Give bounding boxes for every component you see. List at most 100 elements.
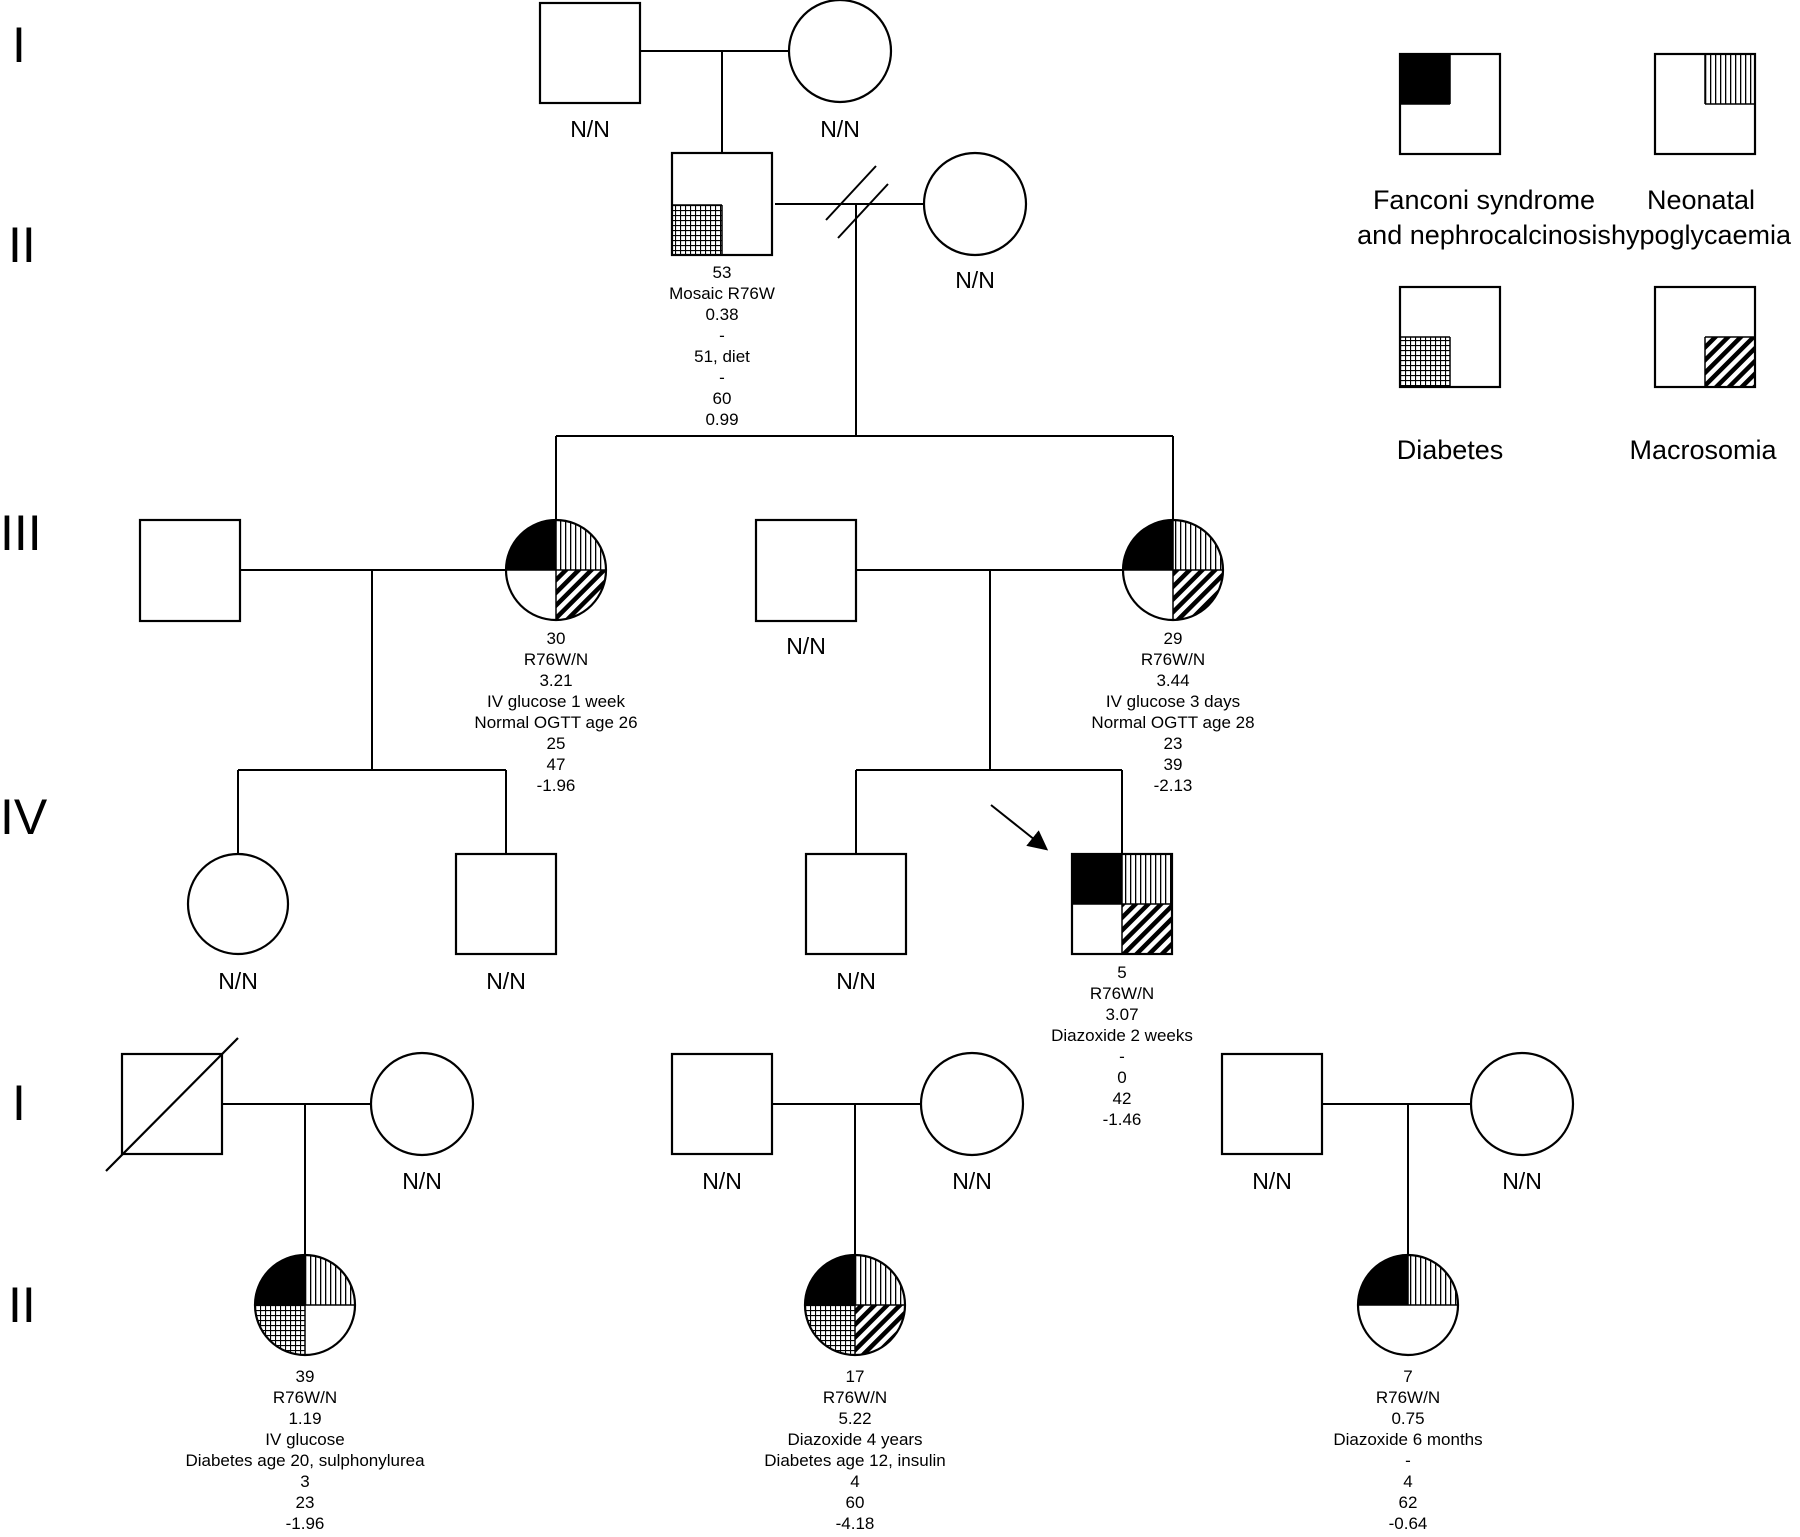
top-iv-daughter-symbol	[186, 852, 290, 956]
svg-text:3: 3	[300, 1472, 309, 1491]
svg-text:R76W/N: R76W/N	[273, 1388, 337, 1407]
top-iii-sister2-symbol	[1121, 518, 1225, 622]
svg-text:-: -	[719, 326, 725, 345]
svg-text:39: 39	[296, 1367, 315, 1386]
svg-text:R76W/N: R76W/N	[1090, 984, 1154, 1003]
svg-text:-0.64: -0.64	[1389, 1514, 1428, 1533]
svg-text:0: 0	[1117, 1068, 1126, 1087]
svg-text:5.22: 5.22	[838, 1409, 871, 1428]
svg-text:23: 23	[296, 1493, 315, 1512]
svg-text:-: -	[1405, 1451, 1411, 1470]
legend-fanconi-key	[1398, 52, 1502, 156]
bot1-mother-symbol	[369, 1051, 475, 1157]
bot3-child-info: 7 R76W/N 0.75 Diazoxide 6 months - 4 62 …	[1333, 1367, 1482, 1533]
top-i-mother-symbol	[787, 0, 893, 104]
top-ii-spouse-genotype: N/N	[955, 267, 995, 293]
svg-text:-1.46: -1.46	[1103, 1110, 1142, 1129]
top-i-mother-genotype: N/N	[820, 116, 860, 142]
top-iv-son2-symbol	[804, 852, 908, 956]
svg-text:Normal OGTT age 28: Normal OGTT age 28	[1091, 713, 1254, 732]
legend-diabetes-key	[1398, 285, 1502, 389]
top-family-lines	[237, 50, 1174, 855]
bot1-mother-genotype: N/N	[402, 1168, 442, 1194]
bot2-mother-symbol	[919, 1051, 1025, 1157]
bot2-child-info: 17 R76W/N 5.22 Diazoxide 4 years Diabete…	[764, 1367, 945, 1533]
bottom-family-lines	[222, 1103, 1472, 1255]
svg-text:R76W/N: R76W/N	[823, 1388, 887, 1407]
legend-neonatal-label: Neonatal	[1647, 185, 1755, 215]
svg-text:7: 7	[1403, 1367, 1412, 1386]
svg-text:23: 23	[1164, 734, 1183, 753]
top-iii-sister2-info: 29 R76W/N 3.44 IV glucose 3 days Normal …	[1091, 629, 1254, 795]
bot1-child-info: 39 R76W/N 1.19 IV glucose Diabetes age 2…	[185, 1367, 425, 1533]
svg-text:5: 5	[1117, 963, 1126, 982]
svg-text:1.19: 1.19	[288, 1409, 321, 1428]
bot3-father-symbol	[1220, 1052, 1324, 1156]
legend-nephro-label: and nephrocalcinosis	[1357, 220, 1611, 250]
svg-text:3.07: 3.07	[1105, 1005, 1138, 1024]
svg-text:60: 60	[846, 1493, 865, 1512]
svg-text:-4.18: -4.18	[836, 1514, 875, 1533]
svg-text:Diazoxide 4 years: Diazoxide 4 years	[787, 1430, 922, 1449]
top-iv-son1-genotype: N/N	[486, 968, 526, 994]
generation-label-top-ii: II	[8, 217, 36, 273]
svg-text:R76W/N: R76W/N	[1141, 650, 1205, 669]
svg-text:0.99: 0.99	[705, 410, 738, 429]
generation-label-top-iii: III	[0, 505, 42, 561]
generation-label-top-iv: IV	[0, 789, 48, 845]
svg-text:-: -	[1119, 1047, 1125, 1066]
legend-macrosomia-key	[1653, 285, 1757, 389]
bot2-father-genotype: N/N	[702, 1168, 742, 1194]
svg-text:62: 62	[1399, 1493, 1418, 1512]
svg-text:51, diet: 51, diet	[694, 347, 750, 366]
svg-text:4: 4	[1403, 1472, 1412, 1491]
bot3-mother-genotype: N/N	[1502, 1168, 1542, 1194]
bot1-deceased-father-symbol	[105, 1037, 239, 1172]
svg-text:3.21: 3.21	[539, 671, 572, 690]
bot2-father-symbol	[670, 1052, 774, 1156]
svg-text:Diabetes age 20, sulphonylurea: Diabetes age 20, sulphonylurea	[185, 1451, 425, 1470]
generation-label-bottom-i: I	[12, 1075, 26, 1131]
svg-text:53: 53	[713, 263, 732, 282]
svg-text:42: 42	[1113, 1089, 1132, 1108]
generation-label-bottom-ii: II	[8, 1277, 36, 1333]
svg-text:Mosaic R76W: Mosaic R76W	[669, 284, 775, 303]
svg-text:Diabetes age 12, insulin: Diabetes age 12, insulin	[764, 1451, 945, 1470]
top-ii-spouse-symbol	[922, 151, 1028, 257]
svg-text:60: 60	[713, 389, 732, 408]
svg-text:IV glucose 1 week: IV glucose 1 week	[487, 692, 625, 711]
svg-text:0.75: 0.75	[1391, 1409, 1424, 1428]
top-iii-husband2-genotype: N/N	[786, 633, 826, 659]
svg-text:IV glucose 3 days: IV glucose 3 days	[1106, 692, 1240, 711]
svg-text:3.44: 3.44	[1156, 671, 1189, 690]
svg-text:-1.96: -1.96	[537, 776, 576, 795]
svg-text:29: 29	[1164, 629, 1183, 648]
svg-text:-2.13: -2.13	[1154, 776, 1193, 795]
svg-text:R76W/N: R76W/N	[1376, 1388, 1440, 1407]
top-iii-husband1-symbol	[138, 518, 242, 623]
top-i-father-genotype: N/N	[570, 116, 610, 142]
top-iv-daughter-genotype: N/N	[218, 968, 258, 994]
svg-text:-: -	[719, 368, 725, 387]
proband-arrow-icon	[990, 804, 1049, 851]
bot3-child-symbol	[1356, 1253, 1460, 1357]
svg-text:Diazoxide 6 months: Diazoxide 6 months	[1333, 1430, 1482, 1449]
top-ii-father-info: 53 Mosaic R76W 0.38 - 51, diet - 60 0.99	[669, 263, 775, 429]
top-ii-father-symbol	[670, 151, 774, 257]
top-iv-proband-info: 5 R76W/N 3.07 Diazoxide 2 weeks - 0 42 -…	[1051, 963, 1193, 1129]
svg-text:R76W/N: R76W/N	[524, 650, 588, 669]
top-iii-sister1-symbol	[504, 518, 608, 622]
legend-macrosomia-label: Macrosomia	[1629, 435, 1777, 465]
legend-neonatal-key	[1653, 52, 1757, 156]
svg-text:Normal OGTT age 26: Normal OGTT age 26	[474, 713, 637, 732]
svg-text:-1.96: -1.96	[286, 1514, 325, 1533]
top-iv-son2-genotype: N/N	[836, 968, 876, 994]
bot2-child-symbol	[803, 1253, 907, 1357]
top-iv-son1-symbol	[454, 852, 558, 956]
bot3-father-genotype: N/N	[1252, 1168, 1292, 1194]
svg-text:IV glucose: IV glucose	[265, 1430, 344, 1449]
svg-text:30: 30	[547, 629, 566, 648]
bot2-mother-genotype: N/N	[952, 1168, 992, 1194]
svg-text:4: 4	[850, 1472, 859, 1491]
